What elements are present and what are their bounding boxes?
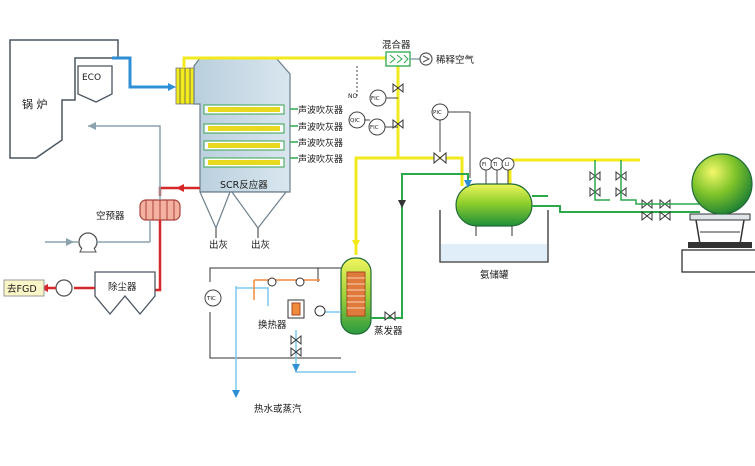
no-analyzer: NO <box>348 66 358 100</box>
flue-gas-line <box>112 56 176 91</box>
li-tag: LI <box>505 162 509 168</box>
liquid-arrow <box>398 200 406 208</box>
instrument-links <box>364 97 398 128</box>
control-valve-1 <box>392 82 404 94</box>
heating-control-loop <box>209 267 341 359</box>
no-tag: NO <box>348 93 357 100</box>
boiler-label: 锅 炉 <box>22 98 48 111</box>
evaporator-label: 蒸发器 <box>374 325 403 337</box>
ammonia-storage-tank <box>455 183 533 236</box>
pic-controller: PIC <box>431 103 471 178</box>
fic-controller-1: FIC <box>369 89 387 107</box>
liquid-ammonia-line <box>401 173 700 310</box>
ammonia-tank-label: 氨储罐 <box>480 269 509 281</box>
fic-tag-1: FIC <box>371 96 380 102</box>
dust-collector: 除尘器 <box>94 271 156 316</box>
pic-tag: PIC <box>433 110 442 116</box>
scr-reactor: SCR反应器 <box>193 57 291 238</box>
evaporator <box>340 257 372 335</box>
ash-out-label-2: 出灰 <box>251 239 270 251</box>
tank-instruments: FI TI LI <box>479 157 515 184</box>
tank-inlet-arrow <box>464 180 472 188</box>
dust-collector-label: 除尘器 <box>108 281 137 293</box>
sonic-blower-label-3: 声波吹灰器 <box>298 137 343 149</box>
ammonia-injection-grid <box>175 67 195 105</box>
ti-tag: TI <box>492 162 498 168</box>
mixer-label: 混合器 <box>382 39 411 51</box>
sonic-blower-2: 声波吹灰器 <box>290 121 343 133</box>
tic-controller: TIC <box>204 289 222 307</box>
fgd-line <box>40 279 95 297</box>
hot-water-steam-label: 热水或蒸汽 <box>254 403 302 415</box>
heat-exchanger-label: 换热器 <box>258 319 287 331</box>
sonic-blower-label-4: 声波吹灰器 <box>298 153 343 165</box>
air-preheater <box>139 199 181 221</box>
ammonia-tank-pit <box>439 210 549 263</box>
mixer <box>385 51 411 67</box>
boiler: 锅 炉 <box>9 39 119 159</box>
sonic-blower-1: 声波吹灰器 <box>290 104 343 116</box>
dilution-air-fan <box>410 52 433 66</box>
fic-controller-2: FIC <box>368 118 386 136</box>
air-preheater-label: 空预器 <box>96 210 125 222</box>
heat-exchanger-valves <box>290 334 302 358</box>
sonic-blower-label-2: 声波吹灰器 <box>298 121 343 133</box>
to-fgd-label: 去FGD <box>7 283 37 295</box>
scr-reactor-label: SCR反应器 <box>220 179 268 191</box>
hot-air-return-line <box>88 125 161 200</box>
to-fgd-box: 去FGD <box>3 279 45 297</box>
control-valve-2 <box>392 118 404 130</box>
sonic-blower-label-1: 声波吹灰器 <box>298 104 343 116</box>
tic-tag: TIC <box>206 296 216 302</box>
eco-label: ECO <box>82 73 101 83</box>
scr-outlet-line <box>158 184 200 196</box>
sonic-blower-4: 声波吹灰器 <box>290 153 343 165</box>
ammonia-tanker <box>681 153 755 273</box>
eco-economizer: ECO <box>77 65 113 103</box>
dilution-air-label: 稀释空气 <box>436 54 475 66</box>
fic-tag-2: FIC <box>370 125 379 131</box>
qic-controller: QIC <box>348 111 366 129</box>
air-fan <box>45 220 151 253</box>
heat-exchanger <box>267 277 326 319</box>
transfer-branch-lines <box>594 160 700 205</box>
qic-tag: QIC <box>350 118 360 124</box>
vapor-arrow <box>352 240 360 248</box>
ash-out-label-1: 出灰 <box>209 239 228 251</box>
sonic-blower-3: 声波吹灰器 <box>290 137 343 149</box>
evaporator-inlet-valve <box>371 310 403 322</box>
fi-tag: FI <box>482 162 486 168</box>
